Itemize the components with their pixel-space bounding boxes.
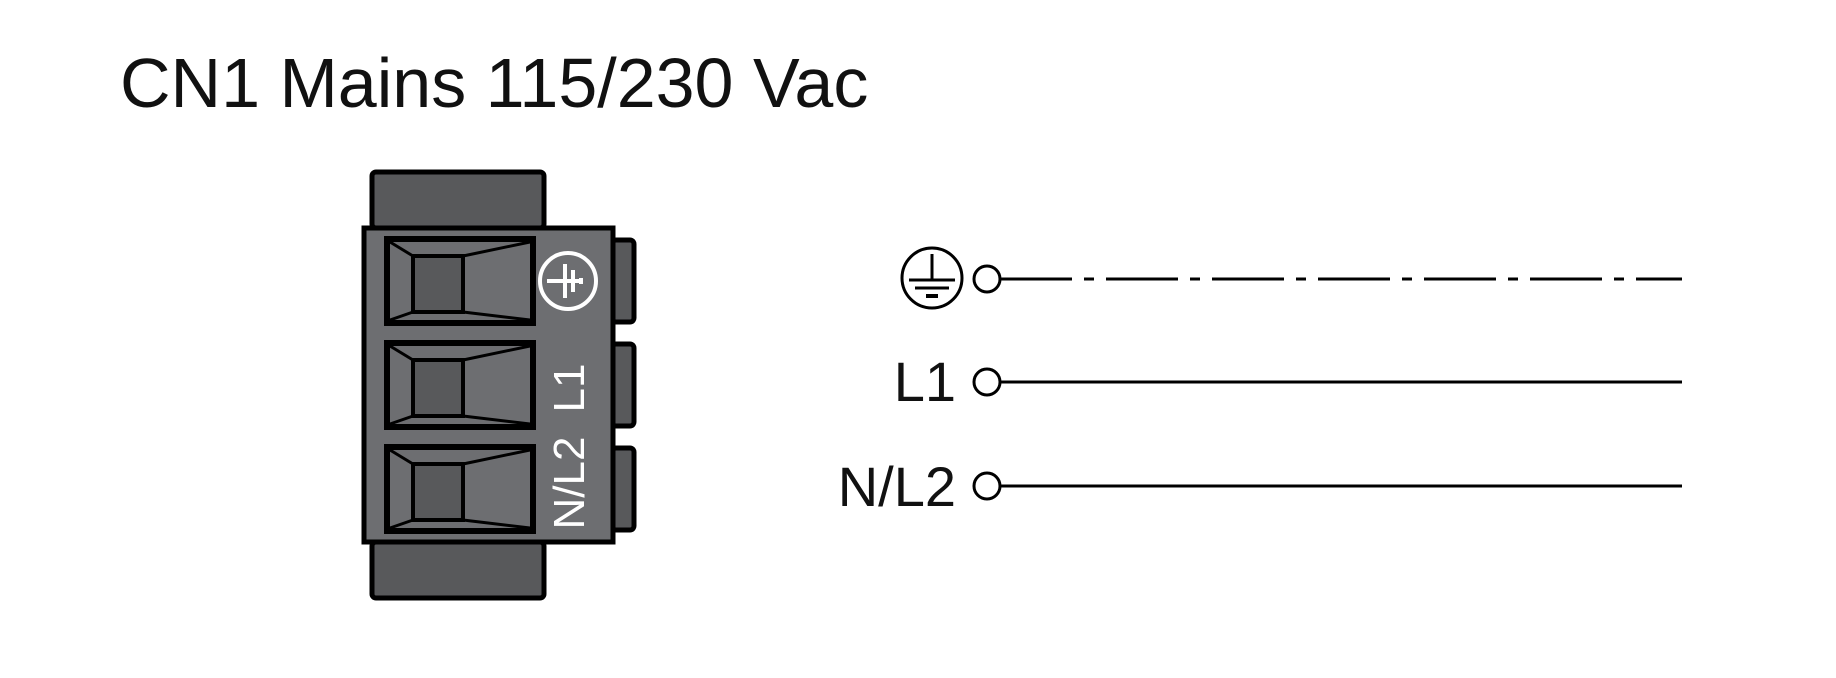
diagram-title: CN1 Mains 115/230 Vac	[120, 44, 869, 122]
terminal-slot-3	[384, 444, 536, 534]
connector-label-l1: L1	[545, 364, 594, 413]
terminal-circle-earth	[972, 264, 1002, 294]
terminal-slot-1	[384, 236, 536, 326]
earth-ground-icon	[900, 246, 964, 310]
connector-earth-symbol	[538, 251, 598, 311]
wire-label-l1: L1	[894, 350, 956, 413]
connector-top-latch	[369, 169, 547, 231]
wire-label-nl2: N/L2	[838, 455, 956, 518]
connector-bottom-latch	[369, 539, 547, 601]
terminal-circle-l1	[972, 367, 1002, 397]
connector-label-nl2: N/L2	[545, 437, 594, 530]
terminal-slot-2	[384, 340, 536, 430]
wire-nl2: N/L2	[838, 455, 1682, 518]
wire-earth	[900, 246, 1682, 310]
wire-l1: L1	[894, 350, 1682, 413]
terminal-slots	[384, 236, 536, 534]
terminal-circle-nl2	[972, 471, 1002, 501]
earth-ground-icon	[538, 251, 598, 311]
